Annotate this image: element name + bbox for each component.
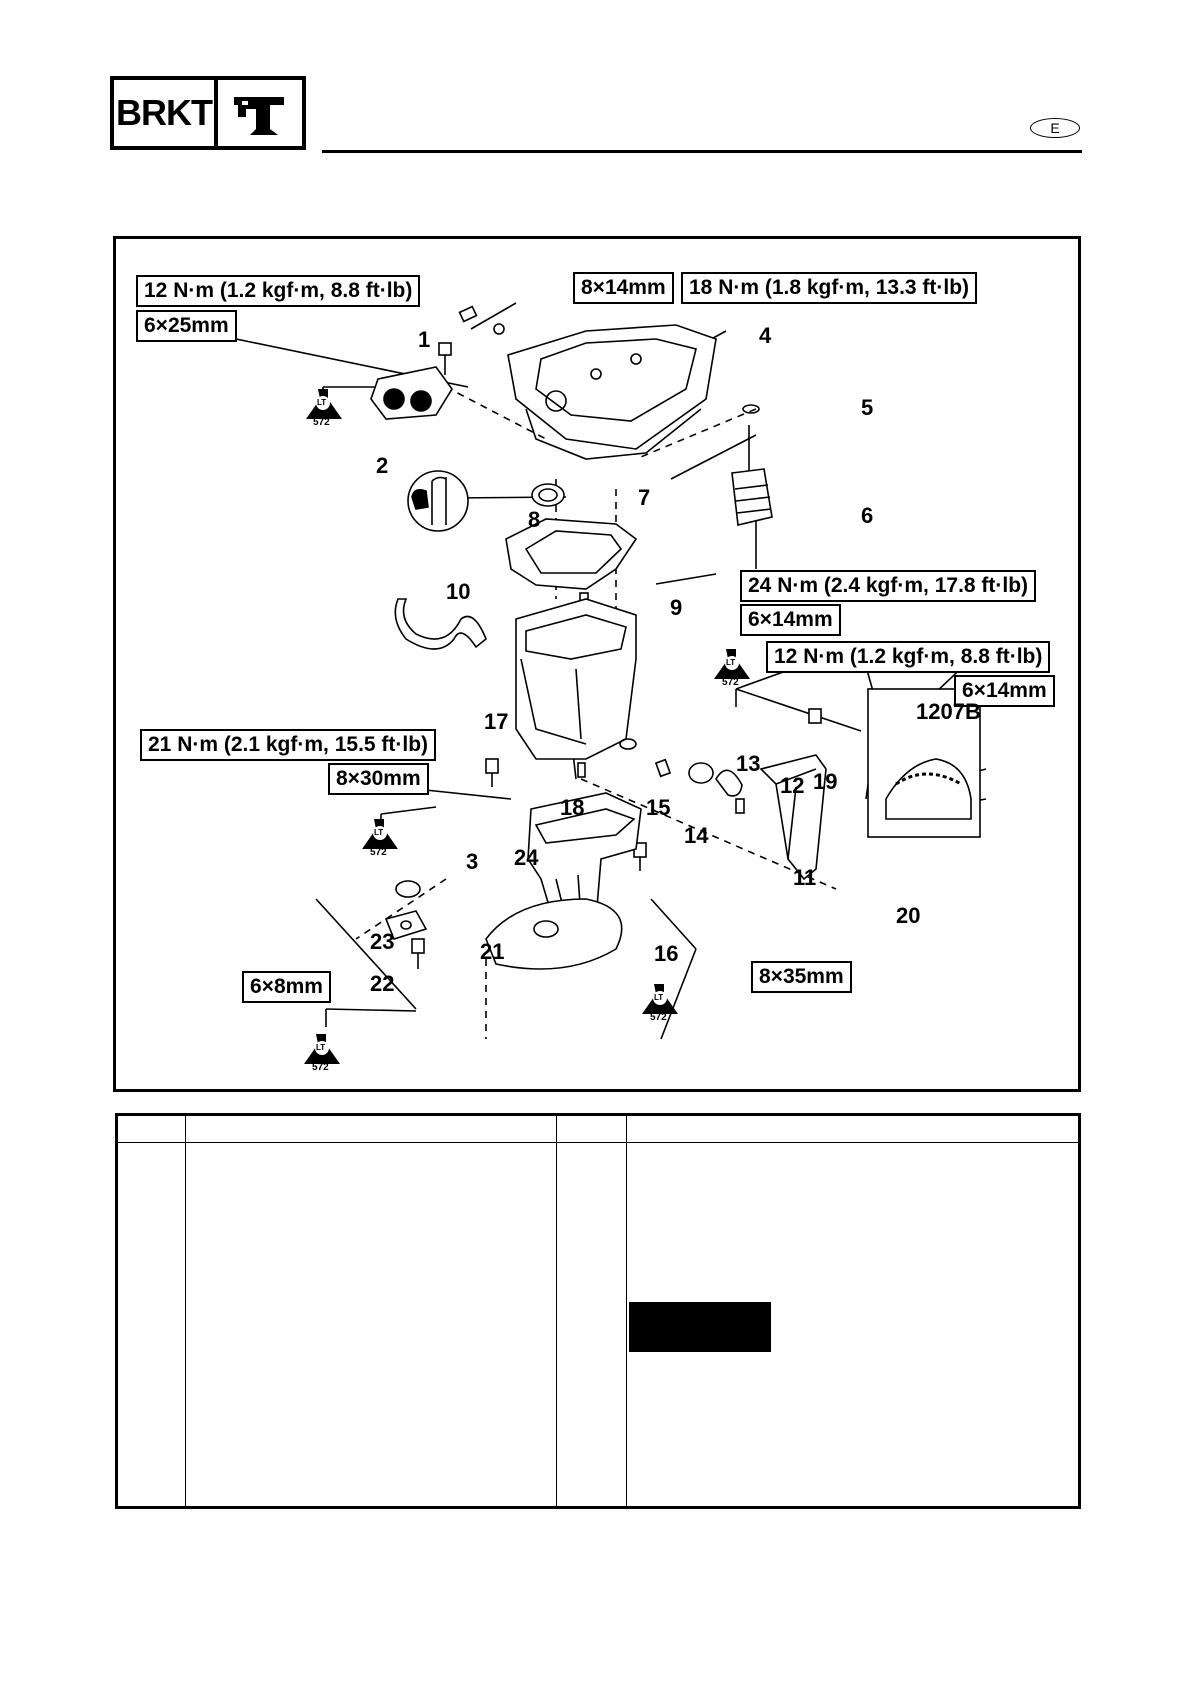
part-number: 23	[370, 929, 395, 954]
torque-callout-5: 21 N·m (2.1 kgf·m, 15.5 ft·lb)	[140, 729, 437, 761]
part-number: 15	[646, 795, 671, 820]
part-number: 19	[813, 769, 838, 794]
part-number: 16	[654, 941, 679, 966]
table-header-rule	[118, 1142, 1078, 1143]
loctite-bottle-icon	[642, 984, 678, 1014]
exploded-diagram: 12 N·m (1.2 kgf·m, 8.8 ft·lb) 6×25mm 8×1…	[113, 236, 1081, 1092]
part-number: 3	[466, 849, 479, 874]
table-column-divider	[556, 1116, 557, 1506]
table-column-divider	[185, 1116, 186, 1506]
detail-code: 1207B	[916, 699, 981, 724]
part-number: 11	[793, 865, 817, 890]
part-number: 13	[736, 751, 761, 776]
sealant-code: 572	[722, 677, 739, 688]
part-number: 24	[514, 845, 539, 870]
torque-callout-4: 12 N·m (1.2 kgf·m, 8.8 ft·lb)	[766, 641, 1051, 673]
torque-callout-2: 18 N·m (1.8 kgf·m, 13.3 ft·lb)	[681, 272, 978, 304]
part-number: 7	[638, 485, 651, 510]
loctite-bottle-icon	[362, 819, 398, 849]
sealant-label: LT	[654, 993, 664, 1002]
part-number: 18	[560, 795, 585, 820]
language-mark: E	[1030, 118, 1080, 138]
part-number: 21	[480, 939, 505, 964]
redacted-block	[629, 1302, 771, 1352]
part-number: 14	[684, 823, 709, 848]
sealant-code: 572	[313, 417, 330, 428]
diagram-drawing	[235, 302, 987, 1064]
sealant-label: LT	[317, 398, 327, 407]
header-rule	[322, 150, 1082, 153]
part-number: 20	[896, 903, 921, 928]
sealant-label: LT	[374, 828, 384, 837]
part-number: 17	[484, 709, 509, 734]
torque-callout-3: 24 N·m (2.4 kgf·m, 17.8 ft·lb)	[740, 570, 1037, 602]
size-callout-5: 8×30mm	[328, 763, 429, 795]
size-callout-4: 6×14mm	[954, 675, 1055, 707]
part-number: 1	[418, 327, 431, 352]
size-callout-3: 6×14mm	[740, 604, 841, 636]
sealant-code: 572	[650, 1012, 667, 1023]
part-number: 2	[376, 453, 389, 478]
sealant-code: 572	[312, 1062, 329, 1073]
sealant-code: 572	[370, 847, 387, 858]
part-number: 5	[861, 395, 874, 420]
size-callout-1: 6×25mm	[136, 310, 237, 342]
sealant-label: LT	[316, 1043, 326, 1052]
loctite-bottle-icon	[304, 1034, 340, 1064]
size-callout-6: 6×8mm	[242, 971, 331, 1003]
part-number: 4	[759, 323, 772, 348]
part-number: 9	[670, 595, 683, 620]
torque-callout-1: 12 N·m (1.2 kgf·m, 8.8 ft·lb)	[136, 275, 421, 307]
part-number: 12	[780, 773, 805, 798]
size-callout-2: 8×14mm	[573, 272, 674, 304]
table-column-divider	[626, 1116, 627, 1506]
outboard-bracket-icon	[218, 80, 302, 146]
loctite-bottle-icon	[306, 389, 342, 419]
parts-table	[115, 1113, 1081, 1509]
size-callout-7: 8×35mm	[751, 961, 852, 993]
part-number: 6	[861, 503, 874, 528]
section-badge-text: BRKT	[114, 80, 218, 146]
part-number: 10	[446, 579, 471, 604]
sealant-label: LT	[726, 658, 736, 667]
part-number: 22	[370, 971, 395, 996]
loctite-bottle-icon	[714, 649, 750, 679]
part-number: 8	[528, 507, 541, 532]
section-badge: BRKT	[110, 76, 306, 150]
